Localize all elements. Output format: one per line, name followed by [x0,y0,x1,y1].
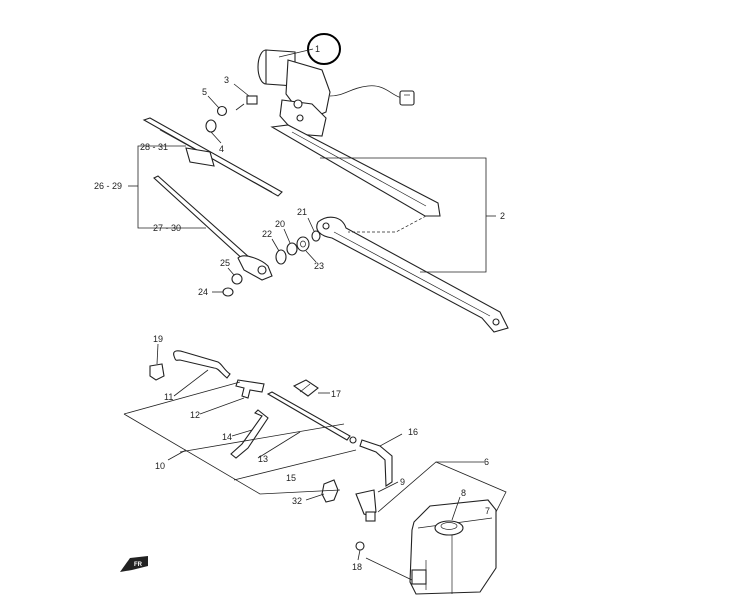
callout-15: 15 [286,473,296,483]
wiper-arm[interactable] [153,175,273,281]
leader-25 [227,267,235,276]
callout-19: 19 [153,334,163,344]
highlight-circle [307,33,341,65]
cap-nut-22[interactable] [275,249,287,265]
bracket-17[interactable] [292,379,319,397]
callout-8: 8 [461,488,466,498]
callout-1: 1 [315,44,320,54]
hose-clip-19[interactable] [149,363,165,381]
callout-3: 3 [224,75,229,85]
connector-32[interactable] [321,479,339,503]
wiper-blade[interactable] [142,117,283,197]
wiper-linkage[interactable] [270,124,509,333]
callout-2: 2 [500,211,505,221]
front-marker-label: FR [134,562,143,568]
leader-1 [278,48,314,58]
leader-19 [156,343,159,365]
callout-26-29: 26 - 29 [94,181,122,191]
callout-21: 21 [297,207,307,217]
leader-8 [451,496,461,521]
front-direction-marker: FR [120,556,148,572]
callout-18: 18 [352,562,362,572]
callout-14: 14 [222,432,232,442]
callout-27-30: 27 - 30 [153,223,181,233]
hose-16[interactable] [359,439,393,488]
callout-28-31: 28 - 31 [140,142,168,152]
leader-14 [231,429,253,437]
bushing-23[interactable] [296,236,310,252]
bracket-10-mid [179,423,345,453]
joint-12[interactable] [235,379,265,399]
leader-4 [210,131,222,144]
nut-20[interactable] [286,242,298,256]
leader-3 [233,83,250,97]
callout-22: 22 [262,229,272,239]
wiper-motor[interactable] [257,49,415,137]
callout-9: 9 [400,477,405,487]
bracket-6 [377,461,507,513]
bracket-26-29 [137,145,206,229]
washer-pump-9[interactable] [355,489,377,522]
nut-5[interactable] [216,105,228,117]
bracket-10-top [123,381,241,415]
hose-13[interactable] [266,391,357,444]
leader-15 [233,449,357,481]
cap-8[interactable] [434,520,464,536]
leader-5 [207,95,220,109]
callout-6: 6 [484,457,489,467]
leader-tank [365,557,413,581]
leader-22 [271,238,280,252]
callout-24: 24 [198,287,208,297]
leader-12 [199,397,245,415]
callout-7: 7 [485,506,490,516]
callout-10: 10 [155,461,165,471]
nut-25[interactable] [231,273,243,285]
hose-14[interactable] [230,409,269,459]
grommet-18[interactable] [355,541,365,551]
leader-23 [305,250,317,263]
callout-20: 20 [275,219,285,229]
bracket-2 [320,157,487,273]
washer-tank-7[interactable] [409,499,497,595]
callout-17: 17 [331,389,341,399]
leader-16 [379,433,403,447]
callout-11: 11 [164,392,173,402]
leader-18 [357,549,361,561]
hose-11[interactable] [173,350,231,379]
leader-20 [283,228,291,244]
callout-16: 16 [408,427,418,437]
callout-13: 13 [258,454,268,464]
washer-4[interactable] [205,119,217,133]
cap-24[interactable] [222,287,234,297]
callout-5: 5 [202,87,207,97]
leader-9 [377,481,399,493]
leader-32 [305,493,325,501]
leader-13 [257,431,301,459]
callout-32: 32 [292,496,302,506]
bracket-10 [123,413,341,495]
callout-25: 25 [220,258,230,268]
callout-12: 12 [190,410,200,420]
bolt-3[interactable] [235,95,258,111]
leader-21 [307,217,315,232]
callout-4: 4 [219,144,224,154]
washer-21[interactable] [311,230,321,242]
callout-23: 23 [314,261,324,271]
leader-10 [167,449,187,461]
leader-11 [173,369,209,397]
